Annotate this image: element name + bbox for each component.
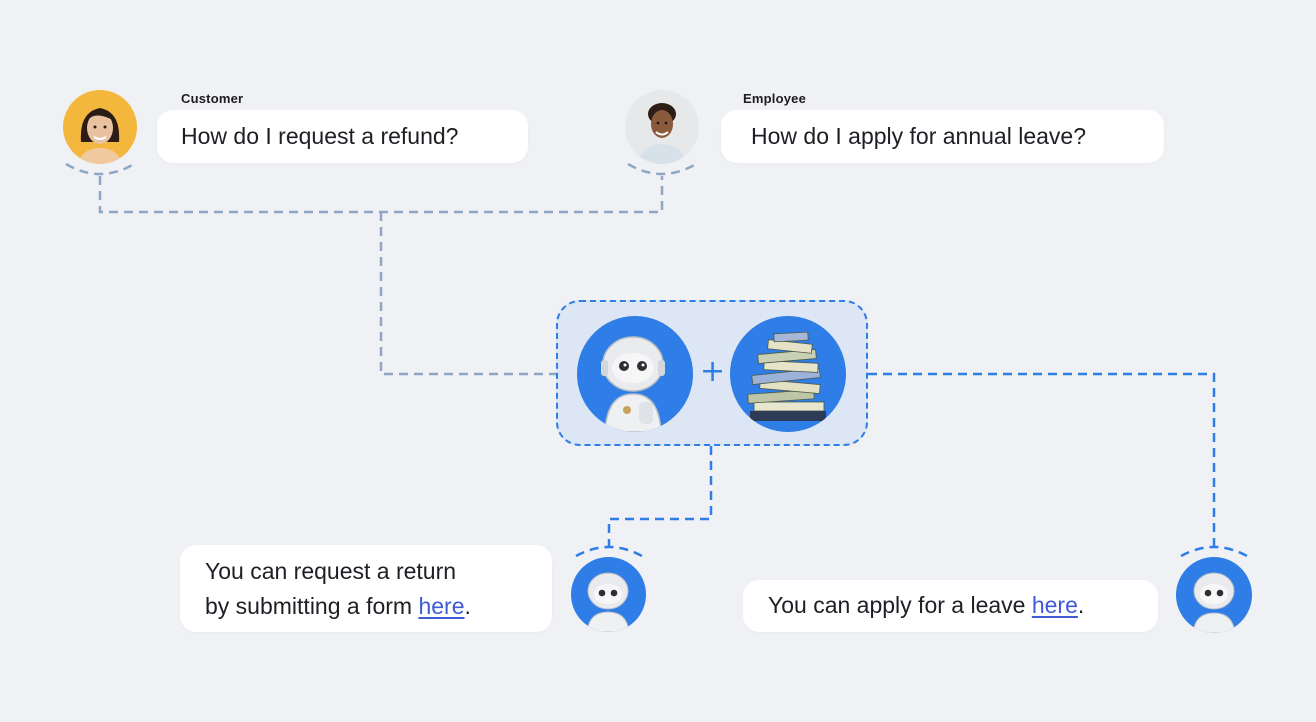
employee-question-bubble: How do I apply for annual leave?	[721, 110, 1164, 163]
employee-avatar-ring	[627, 162, 697, 176]
response-bot-ring-1	[575, 545, 643, 558]
robot-icon	[577, 316, 693, 432]
leave-form-link[interactable]: here	[1031, 592, 1078, 618]
customer-label: Customer	[181, 91, 244, 106]
employee-label: Employee	[743, 91, 807, 106]
customer-response-line1: You can request a return	[205, 558, 457, 584]
customer-question-bubble: How do I request a refund?	[157, 110, 528, 163]
employee-response-bubble: You can apply for a leave here.	[743, 580, 1158, 632]
customer-response-line2: by submitting a form here.	[205, 593, 471, 619]
response-bot-ring-2	[1180, 545, 1248, 558]
response-bot-avatar-2	[1176, 557, 1252, 633]
customer-connector	[98, 176, 664, 214]
employee-avatar	[625, 90, 699, 164]
customer-question-text: How do I request a refund?	[181, 123, 459, 149]
user-to-hub-connector	[379, 212, 556, 376]
plus-sign: +	[700, 354, 726, 389]
employee-question-text: How do I apply for annual leave?	[751, 123, 1086, 149]
customer-avatar	[63, 90, 137, 164]
hub-to-customer-response-connector	[607, 446, 713, 548]
customer-form-link[interactable]: here	[418, 593, 465, 619]
customer-avatar-ring	[65, 162, 135, 176]
books-icon	[730, 316, 846, 432]
customer-response-bubble: You can request a return by submitting a…	[180, 545, 552, 632]
hub-to-employee-response-connector	[868, 372, 1216, 550]
response-bot-avatar-1	[571, 557, 646, 632]
